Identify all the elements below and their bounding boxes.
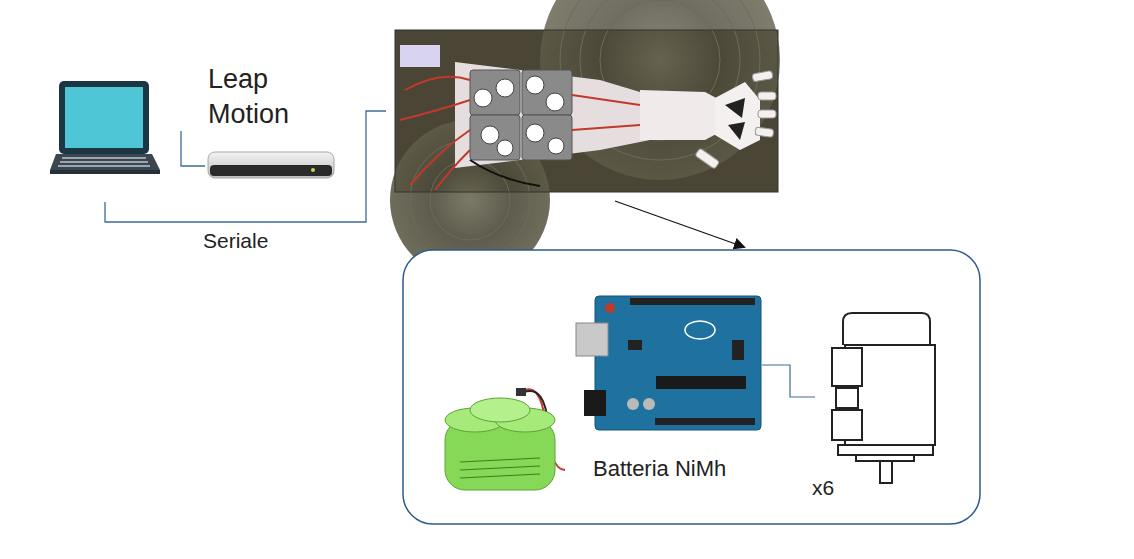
quantity-label: x6	[812, 476, 834, 500]
detail-panel	[403, 250, 980, 524]
servo-motor-symbol	[832, 313, 935, 483]
leap-motion-device	[208, 152, 334, 178]
wire	[762, 365, 815, 397]
robot-hand-photo	[390, 0, 780, 280]
part-label: Batteria NiMh	[593, 456, 726, 482]
device-label: Leap Motion	[208, 62, 318, 132]
pointer-arrow	[615, 201, 744, 247]
link-label: Seriale	[203, 229, 268, 253]
laptop-icon	[50, 81, 160, 174]
arduino-board	[576, 296, 761, 430]
nimh-battery	[445, 388, 565, 490]
